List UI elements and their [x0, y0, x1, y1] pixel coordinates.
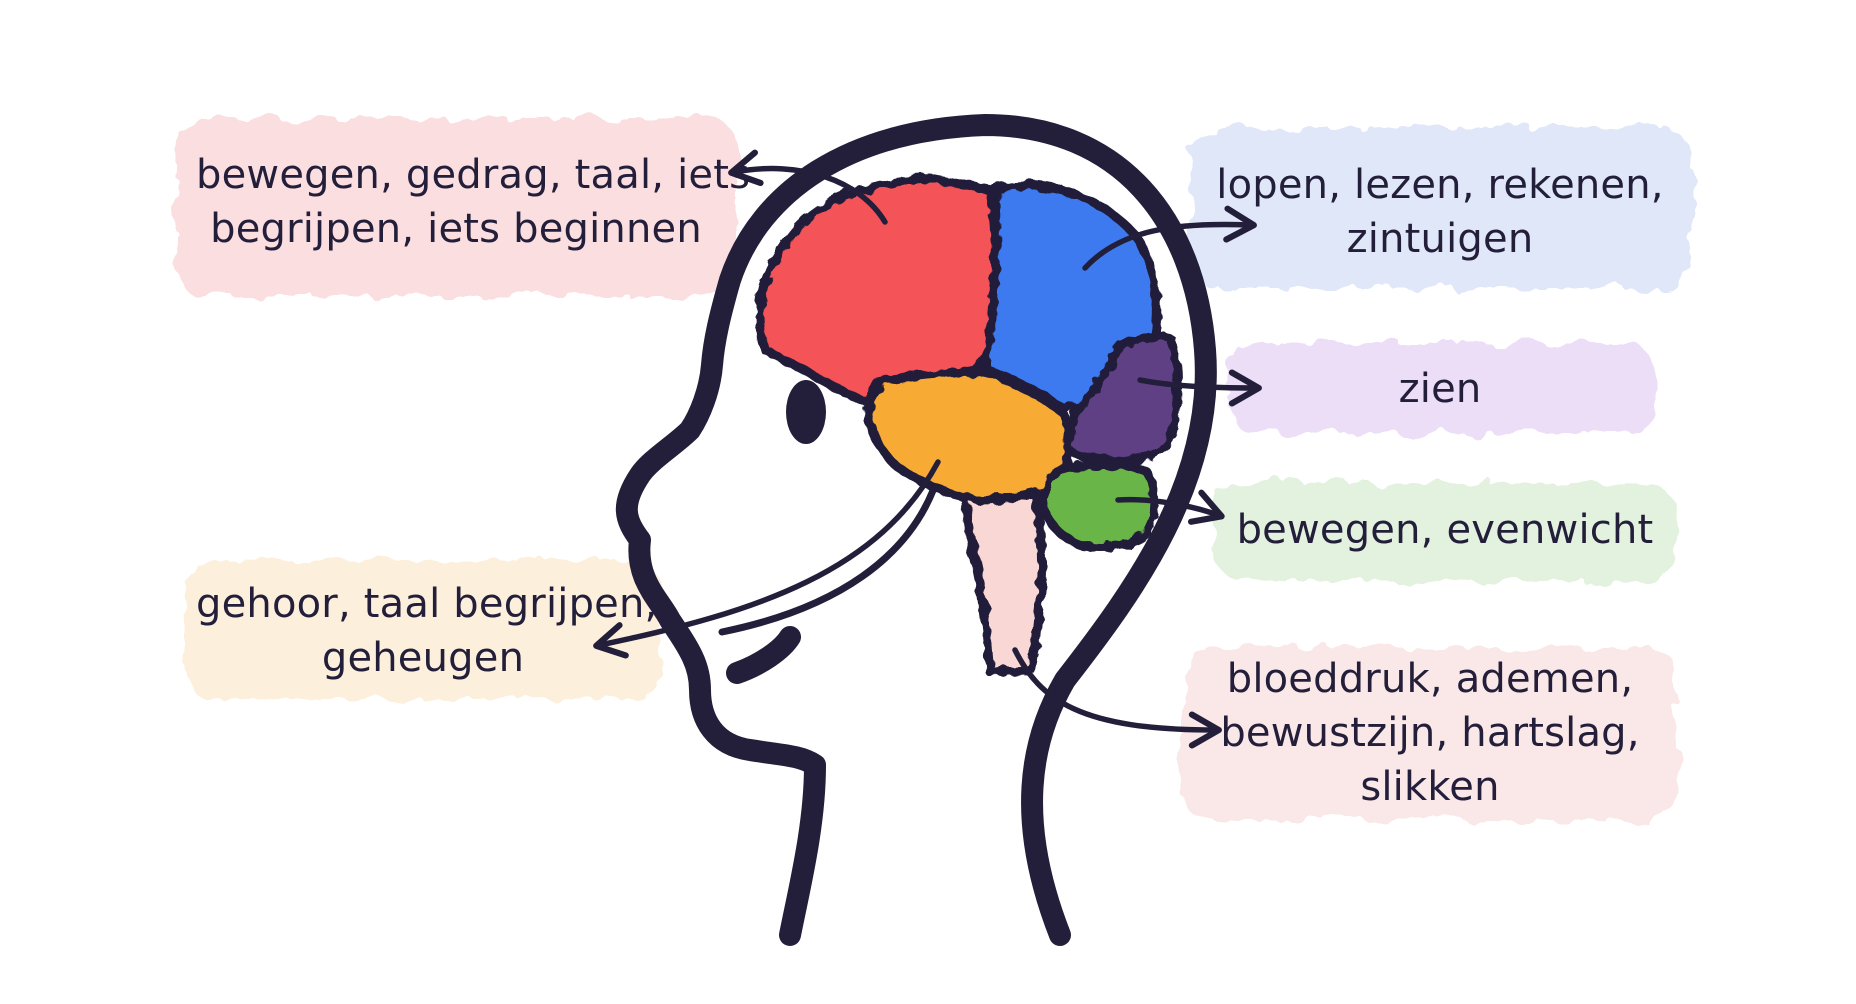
arrow-occipital: [1137, 369, 1262, 407]
brain: [755, 173, 1182, 677]
frontal-label-line-1: bewegen, gedrag, taal, iets: [196, 152, 751, 198]
temporal-lobe-label: gehoor, taal begrijpen, geheugen: [196, 577, 658, 685]
parietal-label-line-1: lopen, lezen, rekenen,: [1216, 162, 1664, 208]
temporal-lobe-region: [864, 367, 1073, 505]
arrow-frontal: [728, 149, 888, 225]
arrow-temporal: [593, 459, 941, 659]
arrows: [593, 149, 1262, 749]
parietal-lobe-label: lopen, lezen, rekenen, zintuigen: [1205, 158, 1675, 266]
brainstem-label-line-2: bewustzijn, hartslag,: [1220, 710, 1640, 756]
cerebellum-label-line-1: bewegen, evenwicht: [1236, 507, 1654, 553]
temporal-label-line-2: geheugen: [321, 635, 525, 681]
parietal-label-line-2: zintuigen: [1346, 216, 1534, 262]
eye: [786, 380, 826, 444]
brainstem-label: bloeddruk, ademen, bewustzijn, hartslag,…: [1192, 652, 1668, 814]
cerebellum-label: bewegen, evenwicht: [1230, 503, 1660, 557]
temporal-label-bg: [186, 560, 660, 700]
mouth: [726, 626, 801, 684]
arrow-cerebellum: [1115, 489, 1225, 525]
occipital-label-line-1: zien: [1398, 366, 1482, 412]
temporal-label-line-1: gehoor, taal begrijpen,: [196, 581, 658, 627]
frontal-lobe-label: bewegen, gedrag, taal, iets begrijpen, i…: [196, 148, 751, 256]
brainstem-region: [960, 485, 1047, 677]
jaw-line: [718, 466, 944, 636]
brainstem-label-line-1: bloeddruk, ademen,: [1226, 656, 1634, 702]
occipital-label-bg: [1228, 343, 1654, 433]
arrow-parietal: [1082, 205, 1257, 271]
cerebellum-region: [1037, 459, 1160, 553]
frontal-label-bg: [176, 118, 736, 296]
frontal-label-line-2: begrijpen, iets beginnen: [210, 206, 702, 252]
cerebellum-label-bg: [1216, 483, 1674, 581]
brainstem-label-bg: [1182, 648, 1678, 820]
brainstem-label-line-3: slikken: [1360, 764, 1500, 810]
occipital-lobe-label: zien: [1240, 362, 1640, 416]
parietal-label-bg: [1190, 128, 1690, 288]
label-backgrounds: [176, 118, 1690, 820]
head-outline: [615, 114, 1217, 946]
arrow-brainstem: [1012, 647, 1222, 749]
